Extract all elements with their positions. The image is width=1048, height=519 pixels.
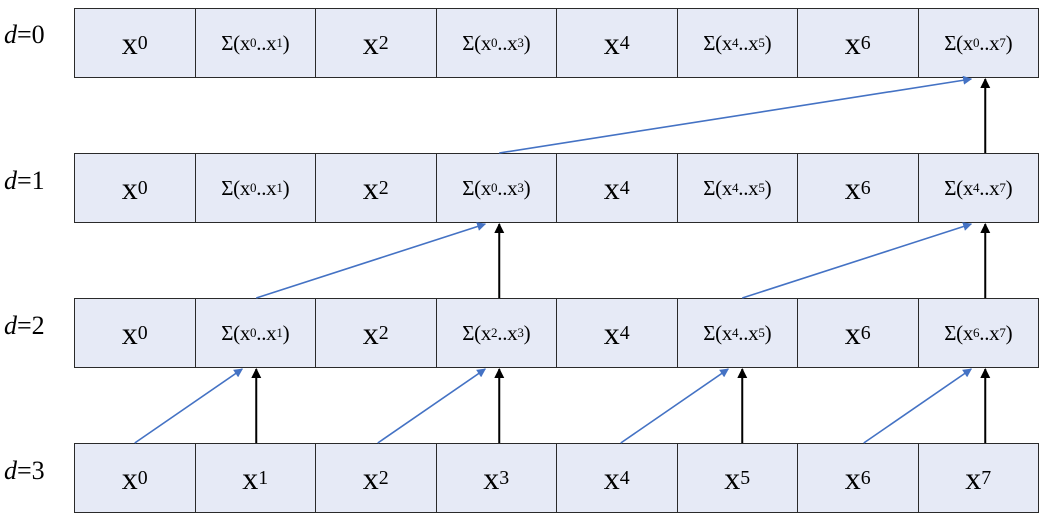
blue-arrow-12 xyxy=(499,75,973,154)
blue-arrow-10 xyxy=(742,222,973,299)
blue-arrow-8 xyxy=(256,222,487,299)
row-label-d1: d=1 xyxy=(4,166,45,195)
row-label-d2: d=2 xyxy=(4,311,45,340)
blue-arrow-6 xyxy=(863,368,972,444)
blue-arrow-4 xyxy=(620,368,729,444)
blue-arrow-2 xyxy=(377,368,486,444)
row-label-d0: d=0 xyxy=(4,20,45,49)
row-label-d3: d=3 xyxy=(4,456,45,485)
blue-arrow-0 xyxy=(134,368,243,444)
